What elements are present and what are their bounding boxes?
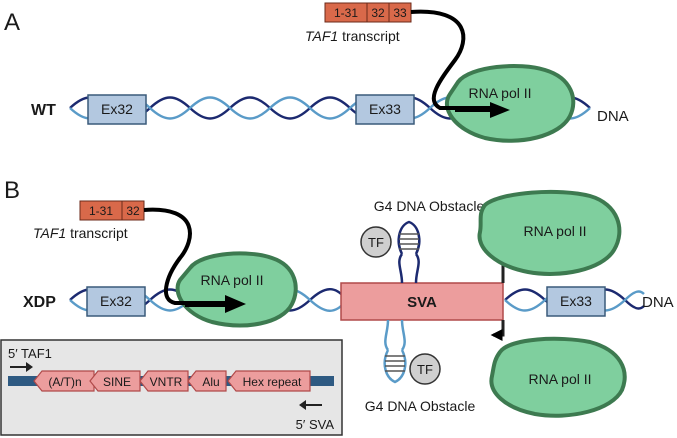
bottom-rna-pol-ii (489, 336, 627, 418)
wt-transcript: 1-31 32 33 (324, 2, 412, 23)
sva-reverse-promoter-arrow (490, 320, 505, 341)
panel-b-label: B (4, 177, 20, 204)
svg-text:32: 32 (371, 6, 385, 20)
svg-text:1-31: 1-31 (89, 204, 113, 218)
primer-right-arrow (299, 400, 322, 410)
wt-exon-32 (87, 94, 147, 125)
bottom-rna-pol-ii-label: RNA pol II (528, 371, 591, 387)
element-hex-repeat (227, 370, 311, 392)
tf-top-circle (360, 226, 392, 258)
g4-top-label: G4 DNA Obstacle (374, 198, 485, 214)
element-alu (187, 370, 227, 392)
sva-label: SVA (407, 294, 437, 311)
tf-bottom-circle (409, 353, 441, 385)
xdp-exon-33 (546, 286, 606, 317)
wt-exon-33-label: Ex33 (369, 101, 401, 117)
xdp-exon-32-label: Ex32 (100, 293, 132, 309)
xdp-row-label: XDP (23, 294, 56, 311)
svg-text:Hex repeat: Hex repeat (243, 375, 302, 389)
element-vntr (139, 370, 189, 392)
svg-text:(A/T)n: (A/T)n (48, 375, 81, 389)
g4-bottom-label: G4 DNA Obstacle (365, 398, 476, 414)
top-rna-pol-ii-label: RNA pol II (523, 223, 586, 239)
top-rna-pol-ii (477, 189, 622, 276)
xdp-dna-label: DNA (642, 294, 674, 311)
primer-right-label: 5′ SVA (296, 417, 335, 432)
svg-text:1-31: 1-31 (334, 6, 358, 20)
wt-exon-33 (355, 94, 415, 125)
xdp-transcript-caption: TAF1 transcript (33, 225, 128, 241)
svg-text:32: 32 (126, 204, 140, 218)
wt-row-label: WT (31, 102, 56, 119)
wt-rna-pol-ii (444, 64, 576, 143)
svg-text:Alu: Alu (202, 375, 219, 389)
xdp-exon-32 (86, 286, 146, 317)
element-at-rich (33, 370, 95, 392)
xdp-exon-33-label: Ex33 (560, 293, 592, 309)
wt-transcript-strand (410, 9, 500, 110)
g4-bottom-structure (383, 319, 407, 384)
wt-transcript-caption: TAF1 transcript (305, 28, 400, 44)
xdp-transcript: 1-31 32 (79, 200, 145, 221)
inset-elements: (A/T)n SINE VNTR Alu Hex repeat (33, 370, 311, 392)
xdp-rna-pol-ii (175, 251, 298, 328)
element-sine (89, 370, 141, 392)
primer-left-arrow (10, 362, 33, 372)
xdp-transcript-strand (143, 207, 232, 305)
g4-top-structure (397, 220, 421, 284)
svg-text:33: 33 (393, 6, 407, 20)
sva-insertion (340, 282, 504, 321)
tf-top-label: TF (368, 235, 384, 250)
svg-text:SINE: SINE (103, 375, 131, 389)
svg-text:VNTR: VNTR (150, 375, 183, 389)
wt-direction-arrow (455, 102, 510, 118)
panel-a-label: A (4, 9, 20, 36)
wt-dna-label: DNA (597, 108, 629, 125)
wt-rna-pol-ii-label: RNA pol II (468, 85, 531, 101)
xdp-rna-pol-ii-label: RNA pol II (200, 272, 263, 288)
primer-left-label: 5′ TAF1 (8, 346, 52, 361)
xdp-direction-arrow (185, 295, 246, 313)
tf-bottom-label: TF (417, 362, 433, 377)
wt-exon-32-label: Ex32 (101, 101, 133, 117)
